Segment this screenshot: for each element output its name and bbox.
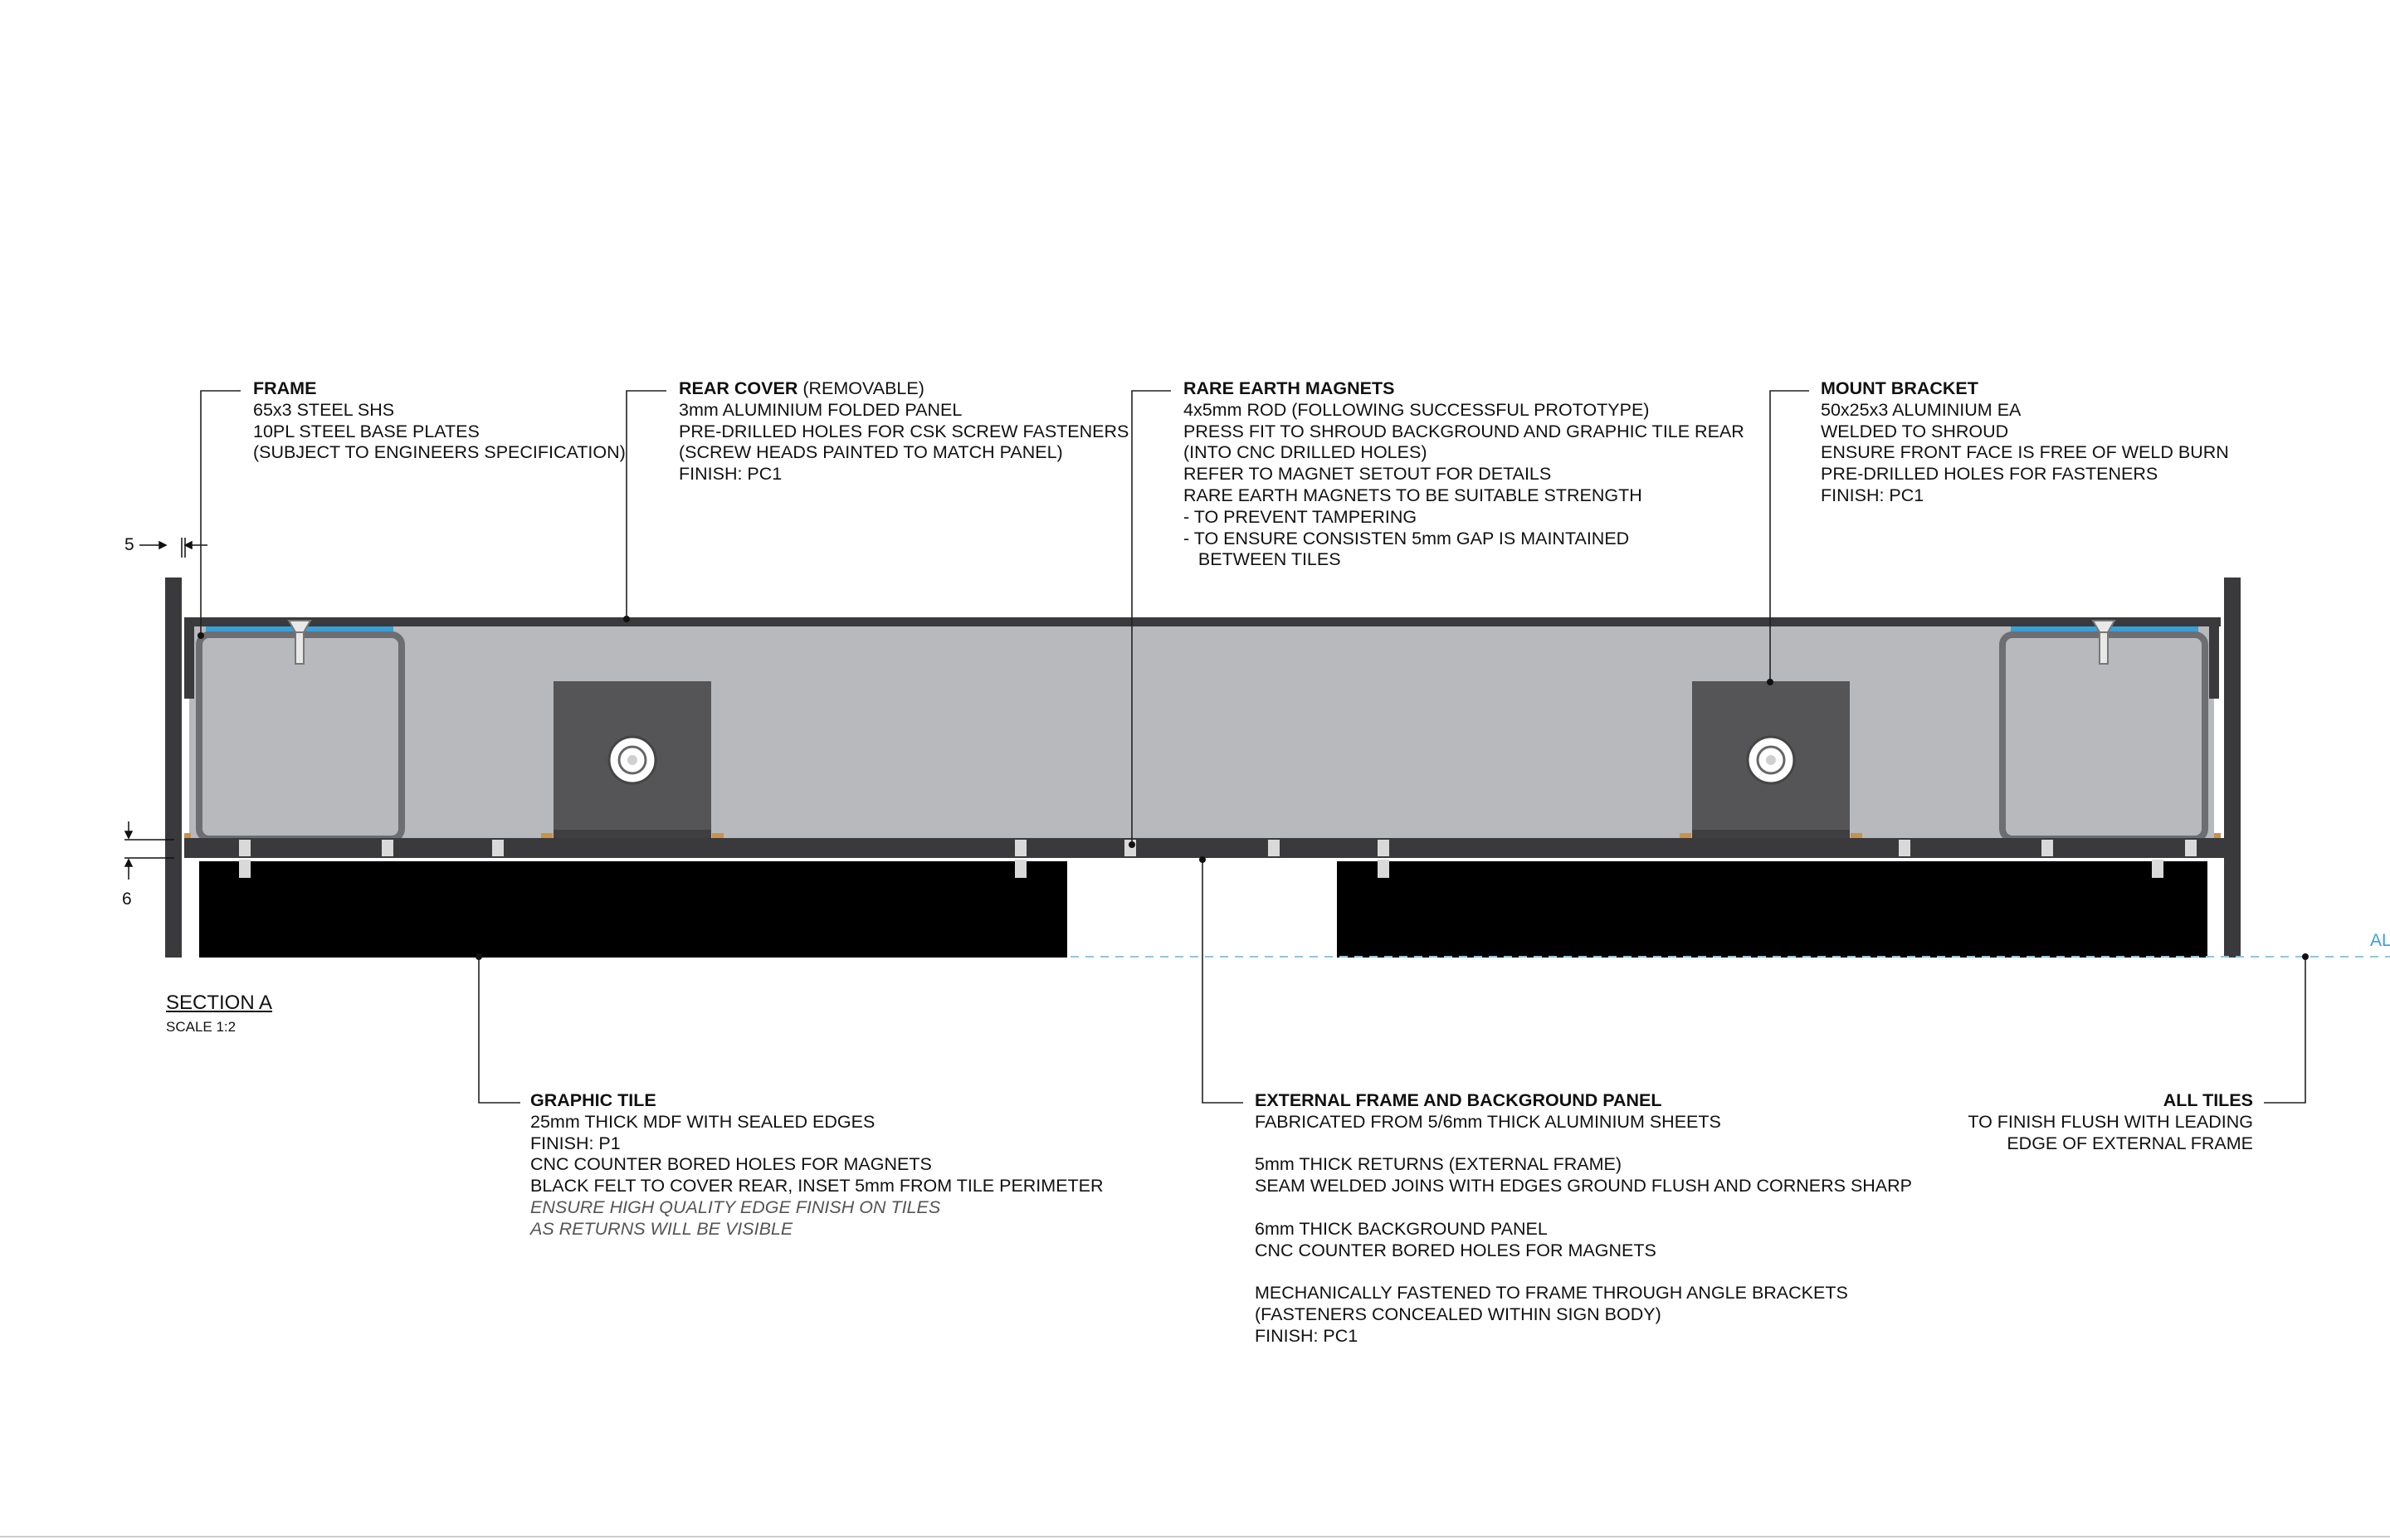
magnet-rod-upper — [239, 840, 251, 856]
note-mount-bracket-heading: MOUNT BRACKET — [1821, 378, 1978, 398]
note-external-frame: EXTERNAL FRAME AND BACKGROUND PANEL FABR… — [1255, 1090, 1912, 1348]
section-scale: SCALE 1:2 — [166, 1019, 237, 1035]
frame-inner-right — [2209, 624, 2219, 699]
note-external-frame-line: CNC COUNTER BORED HOLES FOR MAGNETS — [1255, 1240, 1656, 1260]
note-rear-cover-line: (SCREW HEADS PAINTED TO MATCH PANEL) — [679, 442, 1063, 463]
magnet-rod-upper — [2041, 840, 2053, 856]
note-all-tiles-heading: ALL TILES — [2163, 1090, 2253, 1110]
steel-shs-left — [196, 631, 405, 842]
leader-magnets — [1131, 390, 1171, 845]
magnet-rod-upper — [2185, 840, 2197, 856]
note-magnets-line: PRESS FIT TO SHROUD BACKGROUND AND GRAPH… — [1183, 421, 1744, 441]
note-external-frame-line: (FASTENERS CONCEALED WITHIN SIGN BODY) — [1255, 1304, 1661, 1324]
external-frame-right-return — [2224, 578, 2241, 958]
note-rare-earth-magnets: RARE EARTH MAGNETS 4x5mm ROD (FOLLOWING … — [1183, 378, 1744, 571]
note-external-frame-line: FINISH: PC1 — [1255, 1325, 1358, 1346]
mount-bracket-left — [554, 681, 711, 840]
note-magnets-line: REFER TO MAGNET SETOUT FOR DETAILS — [1183, 464, 1552, 485]
leader-all-tiles — [2264, 957, 2306, 1104]
note-graphic-tile-line: 25mm THICK MDF WITH SEALED EDGES — [530, 1111, 876, 1132]
background-panel-body — [189, 624, 2214, 838]
note-magnets-line: RARE EARTH MAGNETS TO BE SUITABLE STRENG… — [1183, 485, 1642, 505]
note-rear-cover-line: PRE-DRILLED HOLES FOR CSK SCREW FASTENER… — [679, 421, 1129, 441]
dimension-top — [139, 538, 207, 558]
external-frame-left-return — [165, 578, 182, 958]
frame-inner-left — [184, 624, 194, 699]
note-all-tiles-line: TO FINISH FLUSH WITH LEADING — [1968, 1111, 2253, 1132]
graphic-tile-left — [199, 861, 1067, 958]
magnet-rod-lower — [1015, 860, 1027, 878]
magnet-rod-upper — [1378, 840, 1389, 856]
weld-marks — [184, 833, 2221, 838]
magnet-rod-upper — [492, 840, 504, 856]
magnet-rod-upper — [1015, 840, 1027, 856]
note-mount-bracket-line: PRE-DRILLED HOLES FOR FASTENERS — [1821, 464, 2158, 485]
note-magnets-line: 4x5mm ROD (FOLLOWING SUCCESSFUL PROTOTYP… — [1183, 399, 1650, 420]
note-mount-bracket-line: ENSURE FRONT FACE IS FREE OF WELD BURN — [1821, 442, 2229, 463]
note-mount-bracket: MOUNT BRACKET 50x25x3 ALUMINIUM EA WELDE… — [1821, 378, 2229, 507]
note-rear-cover-heading: REAR COVER — [679, 378, 798, 398]
note-frame: FRAME 65x3 STEEL SHS 10PL STEEL BASE PLA… — [253, 378, 626, 464]
csk-screw-right — [2091, 620, 2116, 665]
note-graphic-tile-italic: AS RETURNS WILL BE VISIBLE — [530, 1218, 793, 1239]
dimension-label-top: 5 — [124, 535, 134, 554]
magnet-rod-upper — [382, 840, 393, 856]
note-graphic-tile-line: BLACK FELT TO COVER REAR, INSET 5mm FROM… — [530, 1176, 1104, 1196]
leader-dots — [198, 616, 2309, 960]
mount-bracket-right — [1692, 681, 1850, 840]
note-magnets-line: - TO ENSURE CONSISTEN 5mm GAP IS MAINTAI… — [1183, 528, 1630, 548]
dimension-bottom — [124, 821, 174, 880]
leader-frame — [200, 390, 241, 636]
note-magnets-line: (INTO CNC DRILLED HOLES) — [1183, 442, 1427, 463]
note-magnets-line: BETWEEN TILES — [1183, 549, 1341, 570]
cut-label: AL — [2370, 931, 2390, 950]
leader-mount-bracket — [1769, 390, 1809, 682]
note-frame-heading: FRAME — [253, 378, 317, 398]
dimension-label-bottom: 6 — [122, 889, 132, 909]
steel-shs-right — [1999, 631, 2208, 842]
note-graphic-tile-line: FINISH: P1 — [530, 1133, 621, 1153]
note-external-frame-line: 6mm THICK BACKGROUND PANEL — [1255, 1218, 1548, 1239]
note-all-tiles-line: EDGE OF EXTERNAL FRAME — [2007, 1133, 2253, 1153]
leader-graphic-tile — [478, 957, 520, 1104]
note-graphic-tile-line: CNC COUNTER BORED HOLES FOR MAGNETS — [530, 1154, 932, 1175]
rare-earth-magnets — [239, 840, 2197, 878]
note-external-frame-line: FABRICATED FROM 5/6mm THICK ALUMINIUM SH… — [1255, 1111, 1721, 1132]
leader-rear-cover — [626, 390, 666, 619]
note-magnets-heading: RARE EARTH MAGNETS — [1183, 378, 1395, 398]
note-graphic-tile: GRAPHIC TILE 25mm THICK MDF WITH SEALED … — [530, 1090, 1104, 1240]
section-title: SECTION A — [166, 992, 273, 1014]
note-external-frame-line: 5mm THICK RETURNS (EXTERNAL FRAME) — [1255, 1154, 1622, 1175]
note-rear-cover-line: FINISH: PC1 — [679, 464, 783, 485]
note-frame-line: 65x3 STEEL SHS — [253, 399, 395, 420]
leader-external-frame — [1202, 860, 1243, 1104]
note-all-tiles: ALL TILES TO FINISH FLUSH WITH LEADING E… — [1968, 1090, 2253, 1154]
magnet-rod-upper — [1899, 840, 1910, 856]
magnet-rod-lower — [1378, 860, 1389, 878]
note-graphic-tile-heading: GRAPHIC TILE — [530, 1090, 656, 1110]
note-rear-cover-line: 3mm ALUMINIUM FOLDED PANEL — [679, 399, 963, 420]
note-magnets-line: - TO PREVENT TAMPERING — [1183, 506, 1417, 527]
graphic-tile-right — [1337, 861, 2207, 958]
note-frame-line: (SUBJECT TO ENGINEERS SPECIFICATION) — [253, 442, 626, 463]
csk-screw-left — [287, 620, 312, 665]
magnet-rod-lower — [2152, 860, 2163, 878]
note-mount-bracket-line: WELDED TO SHROUD — [1821, 421, 2009, 441]
magnet-rod-upper — [1268, 840, 1280, 856]
note-mount-bracket-line: FINISH: PC1 — [1821, 485, 1924, 505]
note-frame-line: 10PL STEEL BASE PLATES — [253, 421, 480, 441]
note-external-frame-line: SEAM WELDED JOINS WITH EDGES GROUND FLUS… — [1255, 1176, 1913, 1196]
rear-cover-panel — [184, 617, 2221, 626]
note-rear-cover: REAR COVER (REMOVABLE) 3mm ALUMINIUM FOL… — [679, 378, 1129, 485]
note-mount-bracket-line: 50x25x3 ALUMINIUM EA — [1821, 399, 2022, 420]
magnet-rod-lower — [239, 860, 251, 878]
leader-lines — [200, 390, 2306, 1104]
note-graphic-tile-italic: ENSURE HIGH QUALITY EDGE FINISH ON TILES — [530, 1196, 941, 1217]
background-panel-plate — [184, 838, 2224, 858]
note-external-frame-heading: EXTERNAL FRAME AND BACKGROUND PANEL — [1255, 1090, 1662, 1110]
note-external-frame-line: MECHANICALLY FASTENED TO FRAME THROUGH A… — [1255, 1283, 1848, 1304]
note-rear-cover-heading-suffix: (REMOVABLE) — [797, 378, 924, 398]
